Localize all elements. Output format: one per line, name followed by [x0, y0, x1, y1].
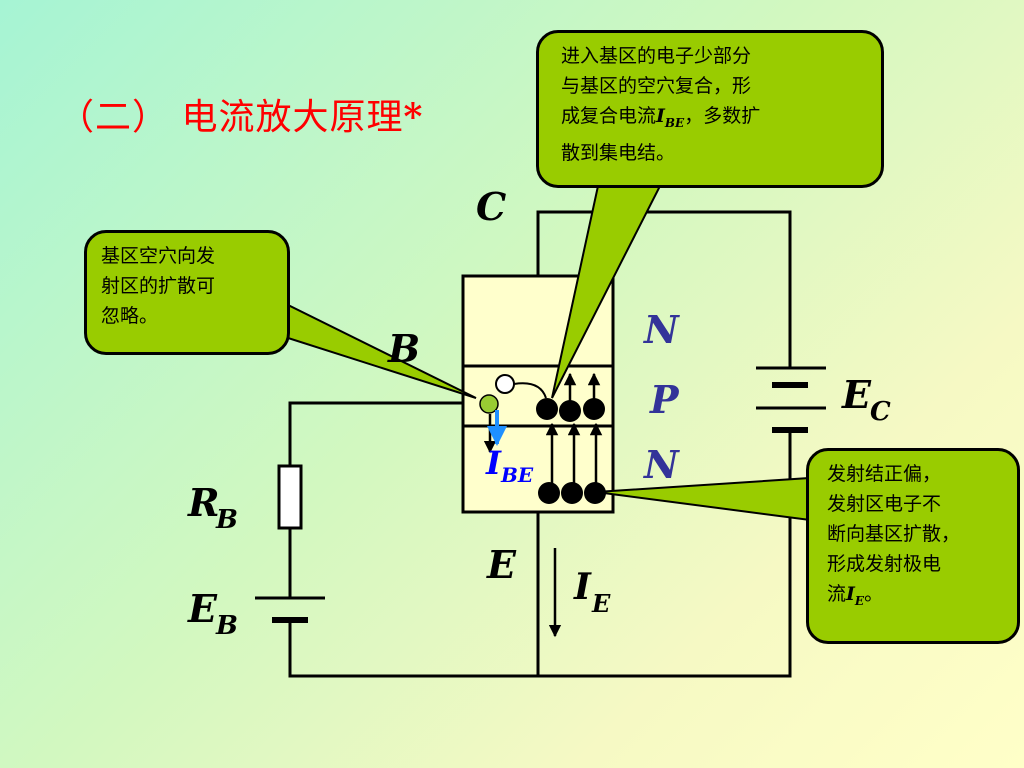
electron-dot [559, 400, 581, 422]
bottom-wire [288, 620, 538, 678]
ie-label-sub: E [591, 589, 611, 618]
slide-title: （二） 电流放大原理* [58, 88, 423, 140]
slide-title-text: （二） 电流放大原理 [58, 97, 404, 138]
electron-dot [538, 482, 560, 504]
collector-wire [536, 210, 792, 368]
callout-text: 成复合电流 [561, 105, 657, 127]
callout-var: I [846, 583, 855, 605]
callout-text: 。 [864, 583, 884, 605]
callout-line: 基区空穴向发 [101, 245, 216, 267]
ec-label-main: E [841, 372, 872, 417]
callout-var-sub: E [854, 593, 865, 608]
callout-text: 流 [827, 583, 847, 605]
callout-line: 忽略。 [101, 305, 159, 327]
region-p: P [649, 377, 680, 422]
ibe-label-sub: BE [500, 463, 534, 487]
electron-dot [583, 398, 605, 420]
base-hole [479, 394, 499, 414]
callout-line: 形成发射极电 [827, 553, 942, 575]
eb-label: E B [187, 586, 238, 641]
carriers [479, 374, 606, 504]
eb-label-sub: B [215, 611, 238, 641]
callout-hole-diffusion: 基区空穴向发 射区的扩散可 忽略。 [84, 230, 290, 355]
electron-dot [561, 482, 583, 504]
region-n-top: N [643, 307, 680, 352]
ec-label-sub: C [870, 397, 891, 427]
base-label: B [387, 326, 420, 371]
callout-line: 发射区电子不 [827, 493, 942, 515]
collector-label: C [476, 184, 506, 229]
ibe-label: I BE [485, 444, 534, 487]
electron-dot [584, 482, 606, 504]
region-n-bottom: N [643, 442, 680, 487]
callout-line: 散到集电结。 [561, 141, 676, 164]
battery-ec [756, 366, 826, 433]
base-wire [288, 401, 463, 466]
callout-emitter-current: 发射结正偏， 发射区电子不 断向基区扩散， 形成发射极电 流IE。 [806, 448, 1020, 644]
callout-line: 进入基区的电子少部分 [561, 45, 752, 67]
callout-line: 与基区的空穴复合，形 [561, 75, 752, 97]
callout-line: 流IE。 [827, 579, 1005, 616]
callout-var: I [656, 105, 665, 127]
callout-left-pointer [287, 303, 477, 399]
rb-label: R B [187, 480, 238, 535]
callout-right-pointer [595, 476, 811, 522]
electron-dot [536, 398, 558, 420]
callout-line: 成复合电流IBE，多数扩 [561, 101, 869, 138]
callout-line: 射区的扩散可 [101, 275, 216, 297]
callout-var-sub: BE [664, 115, 685, 130]
callout-recombination: 进入基区的电子少部分 与基区的空穴复合，形 成复合电流IBE，多数扩 散到集电结… [536, 30, 884, 188]
electron-arrows [545, 372, 603, 484]
ibe-label-main: I [485, 444, 502, 482]
callout-line: 发射结正偏， [827, 463, 942, 485]
resistor-rb [277, 464, 303, 530]
rb-label-main: R [187, 480, 220, 525]
ec-label: E C [841, 372, 891, 427]
callout-line: 断向基区扩散， [827, 523, 961, 545]
recombination-curve [513, 382, 547, 399]
battery-eb [255, 596, 325, 623]
callout-text: ，多数扩 [684, 105, 761, 127]
slide-title-star: * [403, 96, 424, 138]
rb-label-sub: B [215, 505, 238, 535]
ie-label: I E [573, 566, 611, 618]
eb-label-main: E [187, 586, 218, 631]
emitter-label: E [486, 542, 517, 587]
ie-label-main: I [573, 566, 592, 608]
hole-circle [495, 374, 515, 394]
